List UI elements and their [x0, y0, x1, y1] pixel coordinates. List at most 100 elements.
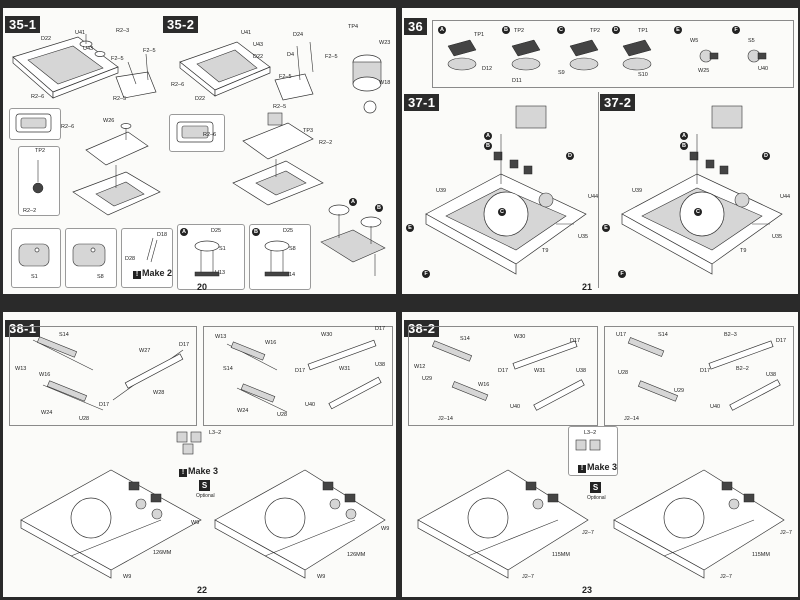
label-D17-g: D17	[776, 338, 787, 344]
label-TP1-a: TP1	[474, 32, 485, 38]
label-126mm-a: 126MM	[153, 550, 172, 556]
label-W16-b: W16	[265, 340, 277, 346]
label-R2-2-b: R2–2	[319, 140, 333, 146]
circle-B-a: B	[252, 228, 260, 236]
make-3-note-b: !Make 3	[578, 462, 617, 473]
s1-part-drawing	[18, 243, 50, 267]
label-U13: U13	[215, 270, 226, 276]
label-S14-b: S14	[223, 366, 233, 372]
optional-label-a: Optional	[196, 493, 215, 499]
label-W9-c: W9	[381, 526, 390, 532]
label-J2-7-c: J2–7	[780, 530, 792, 536]
step-36-d-drawing	[622, 39, 652, 71]
label-W18: W18	[379, 80, 391, 86]
label-W13-b: W13	[215, 334, 227, 340]
optional-icon-b: S	[590, 482, 601, 493]
make-3-note-a: !Make 3	[179, 466, 218, 477]
step-37-divider	[598, 92, 599, 288]
label-J2-14-b: J2–14	[624, 416, 639, 422]
step-38-2-hull-right-drawing	[613, 469, 785, 579]
label-U44-a: U44	[588, 194, 599, 200]
label-S10: S10	[638, 72, 648, 78]
label-W9-b: W9	[123, 574, 132, 580]
step-35-b-box	[249, 224, 311, 290]
label-TP4: TP4	[348, 24, 359, 30]
label-U14: U14	[285, 272, 296, 278]
optional-label-b: Optional	[587, 495, 606, 501]
label-L3-2-a: L3–2	[209, 430, 222, 436]
label-U41-a: U41	[75, 30, 86, 36]
label-W28: W28	[153, 390, 165, 396]
circle-B-37-2: B	[680, 142, 688, 150]
step-38-1-make3-drawing	[176, 431, 202, 455]
label-T9-a: T9	[542, 248, 549, 254]
label-W23: W23	[379, 40, 391, 46]
label-D18: D18	[157, 232, 168, 238]
label-L3-2-b: L3–2	[584, 430, 597, 436]
make-2-drawing	[146, 237, 158, 263]
circle-C-37-2: C	[694, 208, 702, 216]
label-W5: W5	[690, 38, 699, 44]
page-22: 38-1 S14 W13 W16 W24 U28 W27 D17 W28 D17…	[3, 312, 396, 597]
circle-B-36: B	[502, 26, 510, 34]
label-W25: W25	[698, 68, 710, 74]
step-36-f-drawing	[747, 49, 767, 63]
label-S1-a: S1	[31, 274, 38, 280]
label-W12: W12	[414, 364, 426, 370]
label-R2-5-a: R2–5	[113, 96, 127, 102]
label-F2-5-a: F2–5	[111, 56, 124, 62]
label-D17-h: D17	[700, 368, 711, 374]
step-38-2-right-parts-drawing	[627, 337, 781, 411]
circle-D-37-2: D	[762, 152, 770, 160]
label-U35-b: U35	[772, 234, 783, 240]
label-D12: D12	[482, 66, 493, 72]
label-U44-b: U44	[780, 194, 791, 200]
page-20: 35-1 35-2 D22 U41 U43 R2–3 F2–5 F2–5 R2–…	[3, 8, 396, 294]
step-36-badge: 36	[404, 18, 428, 35]
step-38-1-right-parts-drawing	[226, 339, 382, 413]
step-35-2-badge: 35-2	[163, 16, 199, 33]
circle-D-37-1: D	[566, 152, 574, 160]
step-35-1-upper-drawing	[12, 34, 157, 99]
step-35-1-tp2-callout	[18, 146, 60, 216]
label-U28-a: U28	[79, 416, 90, 422]
label-115mm-b: 115MM	[752, 552, 770, 558]
step-36-frame	[432, 20, 794, 88]
label-W30-b: W30	[514, 334, 526, 340]
label-R2-6-d: R2–6	[203, 132, 217, 138]
step-35-2-upper-drawing	[179, 41, 382, 114]
label-TP2-a: TP2	[35, 148, 46, 154]
step-35-1-badge: 35-1	[5, 16, 41, 33]
label-U38-a: U38	[375, 362, 386, 368]
step-38-1-left-parts-drawing	[32, 336, 184, 411]
label-S14-d: S14	[658, 332, 668, 338]
label-S14-a: S14	[59, 332, 69, 338]
label-T9-b: T9	[740, 248, 747, 254]
label-U43-a: U43	[83, 46, 94, 52]
label-115mm-a: 115MM	[552, 552, 570, 558]
label-R2-2-a: R2–2	[23, 208, 37, 214]
label-F2-5-c: F2–5	[325, 54, 338, 60]
circle-A-b: A	[349, 198, 357, 206]
circle-F-37-1: F	[422, 270, 430, 278]
label-W26: W26	[103, 118, 115, 124]
step-38-1-hull-right-drawing	[214, 469, 386, 579]
label-U28-c: U28	[618, 370, 629, 376]
label-R2-6-b: R2–6	[61, 124, 75, 130]
step-35-b-drawing	[264, 240, 290, 277]
circle-E-37-1: E	[406, 224, 414, 232]
step-35-a-box	[177, 224, 245, 290]
make-3-label-a: Make 3	[188, 466, 219, 476]
label-W27: W27	[139, 348, 151, 354]
step-38-2-hull-left-drawing	[417, 469, 589, 579]
circle-E-37-2: E	[602, 224, 610, 232]
step-38-2-make3-box	[568, 426, 618, 476]
label-D25-b: D25	[283, 228, 294, 234]
make-3-mark-icon-b: !	[578, 465, 586, 473]
label-D4: D4	[287, 52, 295, 58]
label-U29-a: U29	[422, 376, 433, 382]
label-W13-a: W13	[15, 366, 27, 372]
step-35-2-frame-drawing	[176, 121, 214, 143]
label-W16-a: W16	[39, 372, 51, 378]
make-3-mark-icon-a: !	[179, 469, 187, 477]
